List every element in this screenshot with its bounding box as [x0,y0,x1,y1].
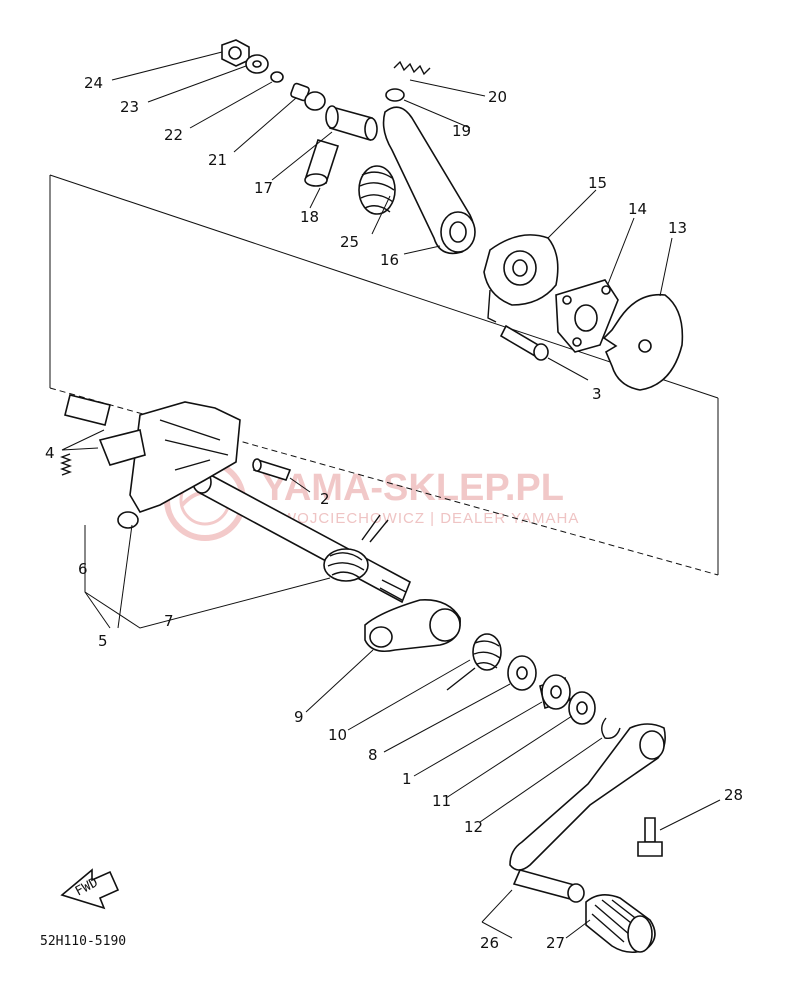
stopper-plate-15 [483,234,559,323]
circlip-12 [601,717,621,739]
label-1: 1 [402,770,412,788]
label-11: 11 [432,792,451,810]
label-2: 2 [320,490,330,508]
label-5: 5 [98,632,108,650]
pin-18 [304,139,340,187]
label-21: 21 [208,151,227,169]
label-18: 18 [300,208,319,226]
collar-17 [325,105,378,142]
label-27: 27 [546,934,565,952]
label-28: 28 [724,786,743,804]
label-15: 15 [588,174,607,192]
nut-24 [221,39,250,67]
fwd-arrow-icon: FWD [60,868,120,910]
segment-13 [602,293,684,391]
label-7: 7 [164,612,174,630]
footpeg-rubber-27 [585,894,656,954]
label-9: 9 [294,708,304,726]
shift-pedal-26 [509,723,666,903]
bolt-21 [290,82,326,111]
shift-arm-9 [364,599,461,653]
watermark-subtitle: WOJCIECHOWICZ | DEALER YAMAHA [282,510,579,527]
diagram-code: 52H110-5190 [40,934,126,949]
watermark: YAMA-SKLEP.PL WOJCIECHOWICZ | DEALER YAM… [164,459,579,541]
label-6: 6 [78,560,88,578]
bushing-1 [539,674,571,710]
spring-10 [446,633,502,691]
stopper-pin-3 [499,324,549,361]
guide-plate-14 [555,279,619,353]
label-25: 25 [340,233,359,251]
circlip-22 [270,71,284,83]
washer-11 [568,691,596,725]
spring-6 [60,453,72,476]
label-26: 26 [480,934,499,952]
label-12: 12 [464,818,483,836]
shift-lever-bracket-4 [64,394,241,513]
collar-2 [252,458,292,481]
leader-lines [61,51,721,939]
label-8: 8 [368,746,378,764]
label-10: 10 [328,726,347,744]
label-22: 22 [164,126,183,144]
label-4: 4 [45,444,55,462]
label-17: 17 [254,179,273,197]
label-14: 14 [628,200,647,218]
washer-23 [245,54,269,74]
label-16: 16 [380,251,399,269]
watermark-title: YAMA-SKLEP.PL [262,467,564,509]
label-23: 23 [120,98,139,116]
label-19: 19 [452,122,471,140]
spring-20 [393,60,431,76]
washer-8 [507,655,537,691]
collar-5 [117,511,139,529]
spring-25 [358,165,396,215]
label-13: 13 [668,219,687,237]
bolt-28 [637,817,663,857]
clip-19 [385,88,405,102]
label-20: 20 [488,88,507,106]
part-labels: 24 23 22 21 17 18 20 19 25 16 15 14 13 3… [45,74,743,952]
label-24: 24 [84,74,103,92]
label-3: 3 [592,385,602,403]
shift-arm-16 [382,106,476,255]
